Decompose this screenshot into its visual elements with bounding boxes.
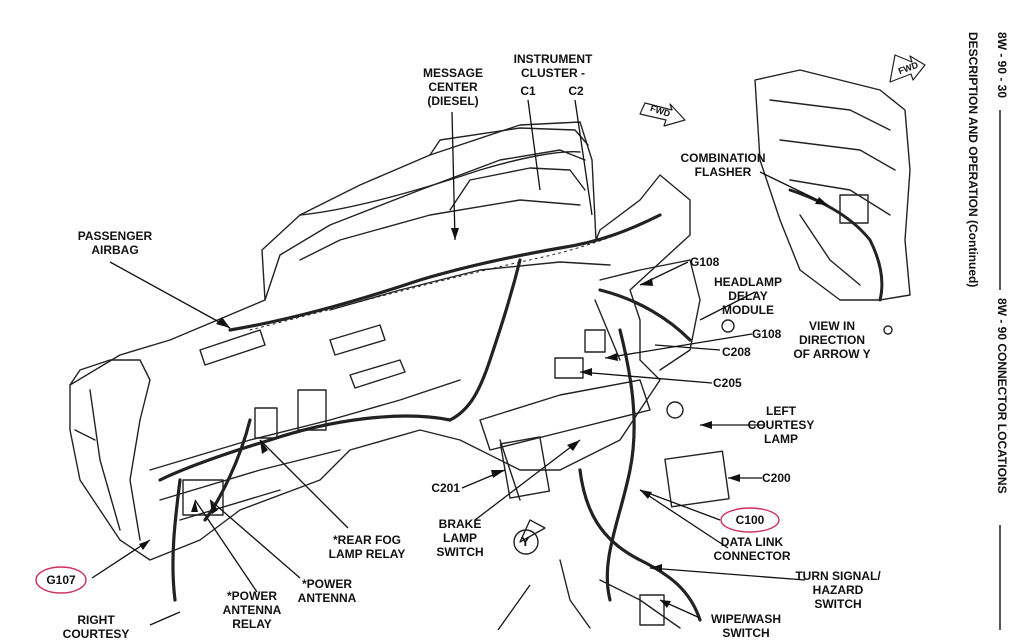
label-message-center: MESSAGE CENTER (DIESEL): [422, 66, 483, 108]
group-title: 8W - 90 CONNECTOR LOCATIONS: [995, 298, 1009, 494]
label-g108-mid: G108: [752, 327, 782, 341]
label-left-courtesy-lamp: LEFT COURTESY LAMP: [747, 404, 815, 446]
label-right-courtesy: RIGHT COURTESY: [62, 613, 130, 641]
label-view-in-direction: VIEW IN DIRECTION OF ARROW Y: [793, 319, 871, 361]
label-brake-lamp-switch: BRAKE LAMP SWITCH: [436, 517, 484, 559]
label-g108-top: G108: [690, 255, 720, 269]
arrow-y-label: Y: [521, 534, 530, 549]
label-c205: C205: [713, 376, 742, 390]
label-power-antenna: *POWER ANTENNA: [297, 577, 357, 605]
section-title: DESCRIPTION AND OPERATION (Continued): [966, 32, 980, 288]
label-instrument-cluster: INSTRUMENT CLUSTER -: [513, 52, 593, 80]
label-c200: C200: [762, 471, 791, 485]
page-code: 8W - 90 - 30: [995, 32, 1009, 99]
label-turn-signal-hazard-switch: TURN SIGNAL/ HAZARD SWITCH: [795, 569, 881, 611]
label-wipe-wash-switch: WIPE/WASH SWITCH: [710, 612, 781, 640]
label-headlamp-delay-module: HEADLAMP DELAY MODULE: [714, 275, 782, 317]
label-c208: C208: [722, 345, 751, 359]
label-power-antenna-relay: *POWER ANTENNA RELAY: [222, 589, 282, 631]
panel-outline: [69, 121, 691, 561]
g107-highlight-circle: [35, 566, 87, 594]
label-g107: G107: [46, 573, 76, 587]
label-c201: C201: [431, 481, 460, 495]
label-combination-flasher: COMBINATION FLASHER: [680, 151, 766, 179]
label-c2: C2: [568, 84, 584, 98]
label-passenger-airbag: PASSENGER AIRBAG: [77, 229, 153, 257]
label-c1: C1: [520, 84, 536, 98]
c100-highlight-circle: [720, 507, 780, 533]
label-data-link-connector: DATA LINK CONNECTOR: [713, 535, 791, 563]
label-c100: C100: [735, 513, 765, 527]
label-rear-fog-lamp-relay: *REAR FOG LAMP RELAY: [328, 533, 406, 561]
